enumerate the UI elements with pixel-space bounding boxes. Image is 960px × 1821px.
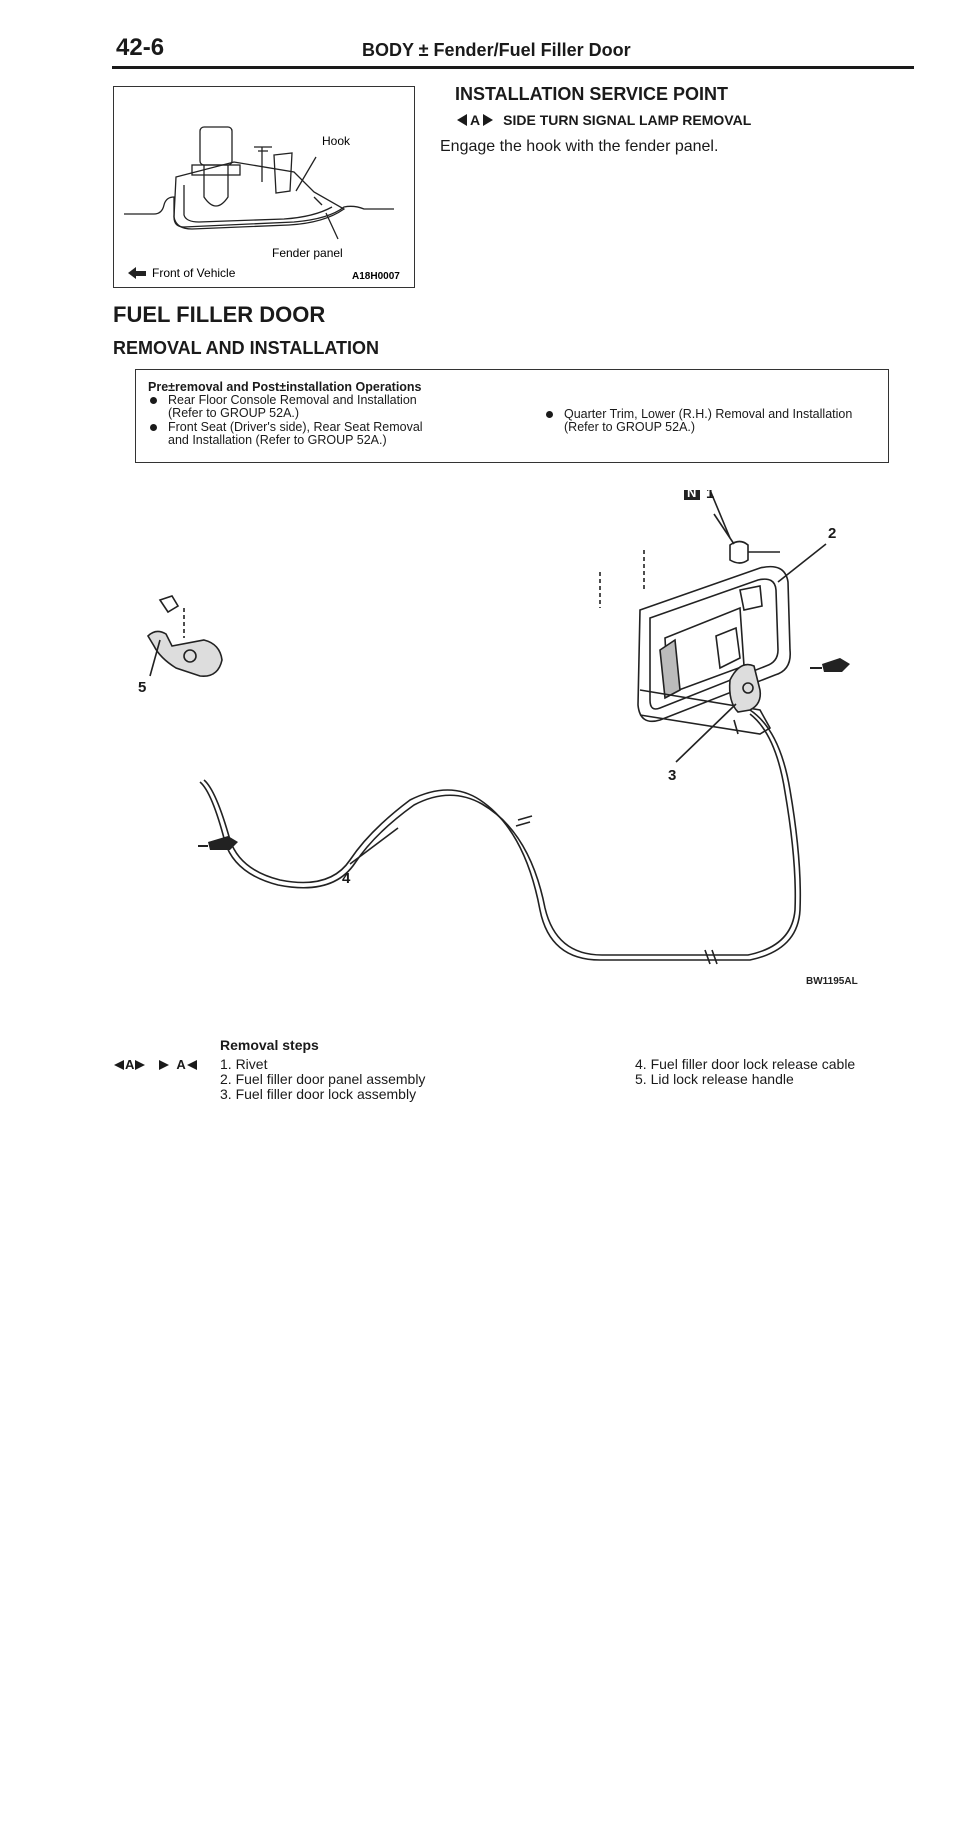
callout-4: 4	[342, 870, 351, 887]
grease-gun-icon	[198, 836, 238, 850]
figure1-code: A18H0007	[352, 271, 400, 282]
removal-steps-right: 4. Fuel filler door lock release cable 5…	[635, 1057, 855, 1087]
installation-mark-icon: A	[113, 1057, 146, 1072]
removal-steps-left: 1. Rivet 2. Fuel filler door panel assem…	[220, 1057, 425, 1102]
turn-signal-lamp-figure: Hook Fender panel Front of Vehicle A18H0…	[113, 86, 415, 288]
pre-operation-line: and Installation (Refer to GROUP 52A.)	[168, 433, 387, 447]
removal-mark-letter: A	[176, 1057, 186, 1072]
removal-steps-marks: A A	[113, 1057, 198, 1072]
pre-operations-heading: Pre±removal and Post±installation Operat…	[148, 380, 422, 394]
bullet-icon	[150, 397, 157, 404]
section-heading: FUEL FILLER DOOR	[113, 302, 326, 327]
header-rule	[112, 66, 914, 69]
exploded-view-drawing: N 1 2 3 4 5 BW1195AL	[138, 490, 858, 987]
pre-operation-line: Quarter Trim, Lower (R.H.) Removal and I…	[564, 407, 853, 421]
installation-mark-letter: A	[125, 1057, 135, 1072]
service-mark-a-icon: A	[455, 112, 495, 128]
figure2-code: BW1195AL	[806, 976, 858, 987]
callout-5: 5	[138, 679, 146, 696]
removal-step: 3. Fuel filler door lock assembly	[220, 1086, 417, 1102]
callout-2: 2	[828, 525, 836, 542]
fender-panel-label: Fender panel	[272, 246, 343, 260]
grease-gun-icon	[810, 658, 850, 672]
pre-operation-line: (Refer to GROUP 52A.)	[168, 406, 300, 420]
section-title: BODY ± Fender/Fuel Filler Door	[362, 40, 631, 60]
pre-operations-box: Pre±removal and Post±installation Operat…	[135, 369, 889, 463]
fuel-filler-door-diagram: N 1 2 3 4 5 BW1195AL	[120, 490, 880, 990]
removal-mark-icon: A	[158, 1057, 197, 1072]
pre-operation-line: Rear Floor Console Removal and Installat…	[168, 393, 417, 407]
front-of-vehicle-label: Front of Vehicle	[152, 266, 236, 280]
page-number: 42-6	[116, 34, 165, 61]
pre-operation-item: Rear Floor Console Removal and Installat…	[150, 394, 488, 420]
bullet-icon	[546, 411, 553, 418]
hook-label: Hook	[322, 134, 351, 148]
removal-step: 5. Lid lock release handle	[635, 1071, 794, 1087]
pre-operation-item: Quarter Trim, Lower (R.H.) Removal and I…	[546, 408, 904, 434]
pre-operation-item: Front Seat (Driver's side), Rear Seat Re…	[150, 421, 488, 447]
removal-steps-title: Removal steps	[220, 1037, 319, 1053]
section-subheading: REMOVAL AND INSTALLATION	[113, 338, 379, 358]
service-mark-letter: A	[470, 112, 481, 128]
bullet-icon	[150, 424, 157, 431]
pre-operation-line: Front Seat (Driver's side), Rear Seat Re…	[168, 420, 423, 434]
pre-operation-line: (Refer to GROUP 52A.)	[564, 420, 696, 434]
service-point-body: Engage the hook with the fender panel.	[440, 138, 719, 155]
callout-1: 1	[706, 490, 714, 502]
new-part-badge-icon: N	[684, 490, 700, 500]
front-arrow-icon	[128, 267, 146, 279]
removal-step: 2. Fuel filler door panel assembly	[220, 1071, 426, 1087]
removal-step: 1. Rivet	[220, 1056, 268, 1072]
installation-service-point-title: INSTALLATION SERVICE POINT	[455, 84, 729, 104]
turn-signal-lamp-drawing: Hook Fender panel Front of Vehicle A18H0…	[124, 126, 400, 282]
n-badge-letter: N	[687, 490, 696, 500]
service-point-subtitle-row: A SIDE TURN SIGNAL LAMP REMOVAL	[455, 112, 751, 128]
callout-3: 3	[668, 767, 676, 784]
service-point-subtitle: SIDE TURN SIGNAL LAMP REMOVAL	[503, 112, 752, 128]
removal-step: 4. Fuel filler door lock release cable	[635, 1056, 856, 1072]
